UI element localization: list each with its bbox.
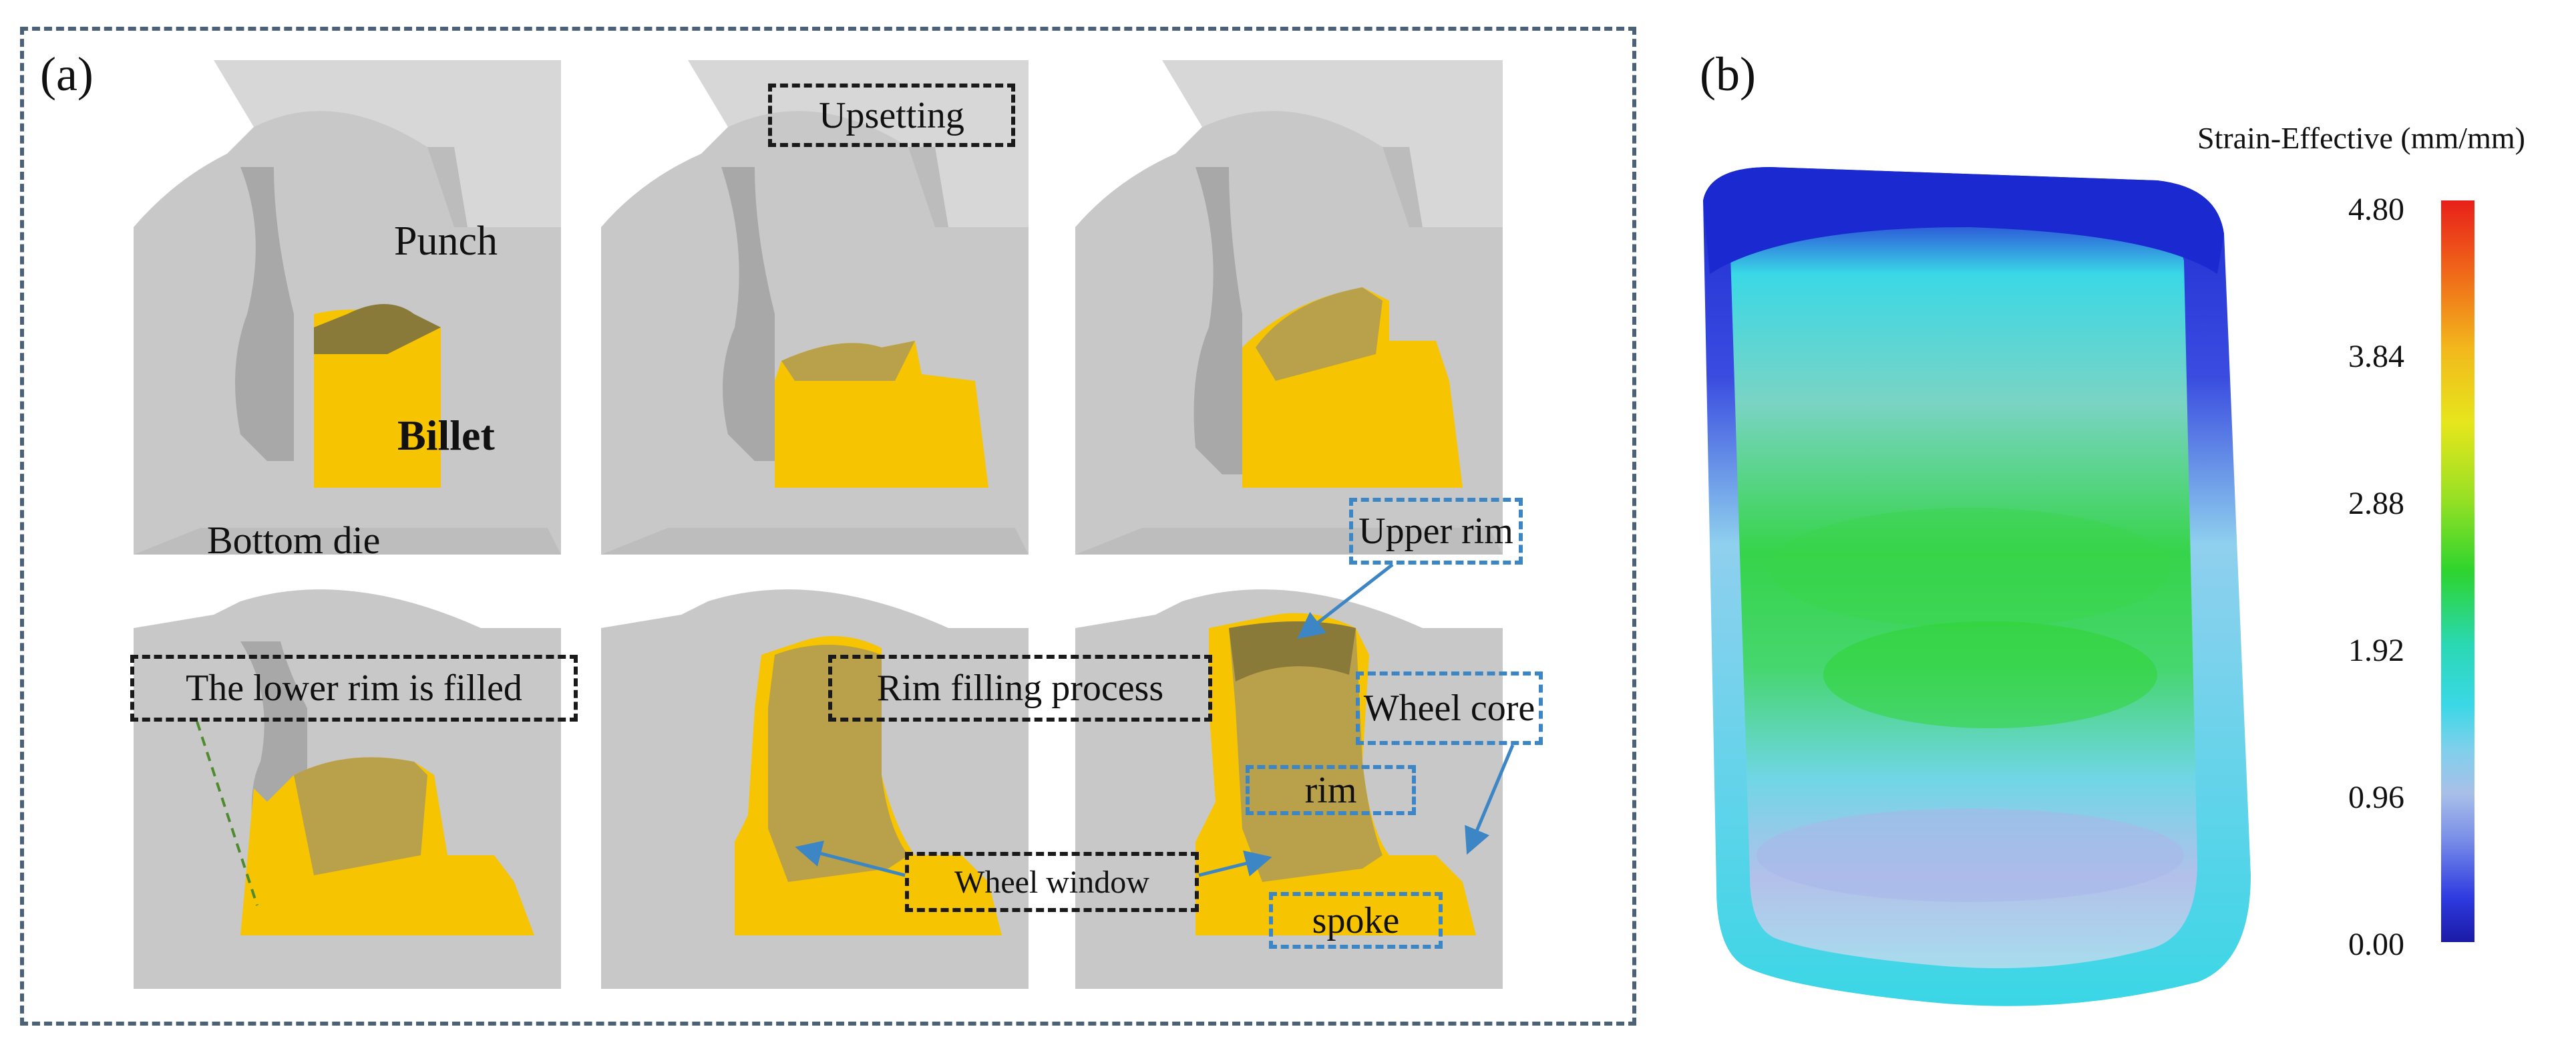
strain-contour-3d xyxy=(1690,140,2257,1029)
strain-colorbar xyxy=(2441,200,2474,942)
scale-tick: 2.88 xyxy=(2348,486,2404,521)
billet-label: Billet xyxy=(397,412,495,459)
scale-tick-min: 0.00 xyxy=(2348,927,2404,962)
forging-stage-4 xyxy=(134,575,561,989)
legend-title: Strain-Effective (mm/mm) xyxy=(2197,121,2525,155)
panel-a-frame xyxy=(20,27,1636,1026)
wheel-core-callout: Wheel core xyxy=(1356,671,1543,745)
upper-rim-callout: Upper rim xyxy=(1349,498,1523,565)
punch-label: Punch xyxy=(394,218,498,264)
forging-stage-1 xyxy=(134,60,561,555)
forging-stage-5 xyxy=(601,575,1029,989)
lower-rim-callout: The lower rim is filled xyxy=(130,655,578,722)
rim-callout: rim xyxy=(1246,765,1416,815)
scale-tick: 3.84 xyxy=(2348,339,2404,374)
scale-tick-max: 4.80 xyxy=(2348,192,2404,227)
wheel-window-callout: Wheel window xyxy=(905,852,1199,912)
scale-tick: 0.96 xyxy=(2348,780,2404,815)
rim-filling-callout: Rim filling process xyxy=(828,655,1212,722)
panel-b-label: (b) xyxy=(1700,47,1756,101)
forging-stage-3 xyxy=(1075,60,1503,555)
spoke-callout: spoke xyxy=(1269,892,1443,949)
panel-a-label: (a) xyxy=(40,47,94,101)
forging-stage-2 xyxy=(601,60,1029,555)
bottom-die-label: Bottom die xyxy=(207,518,381,562)
upsetting-callout: Upsetting xyxy=(768,84,1015,147)
scale-tick: 1.92 xyxy=(2348,633,2404,668)
